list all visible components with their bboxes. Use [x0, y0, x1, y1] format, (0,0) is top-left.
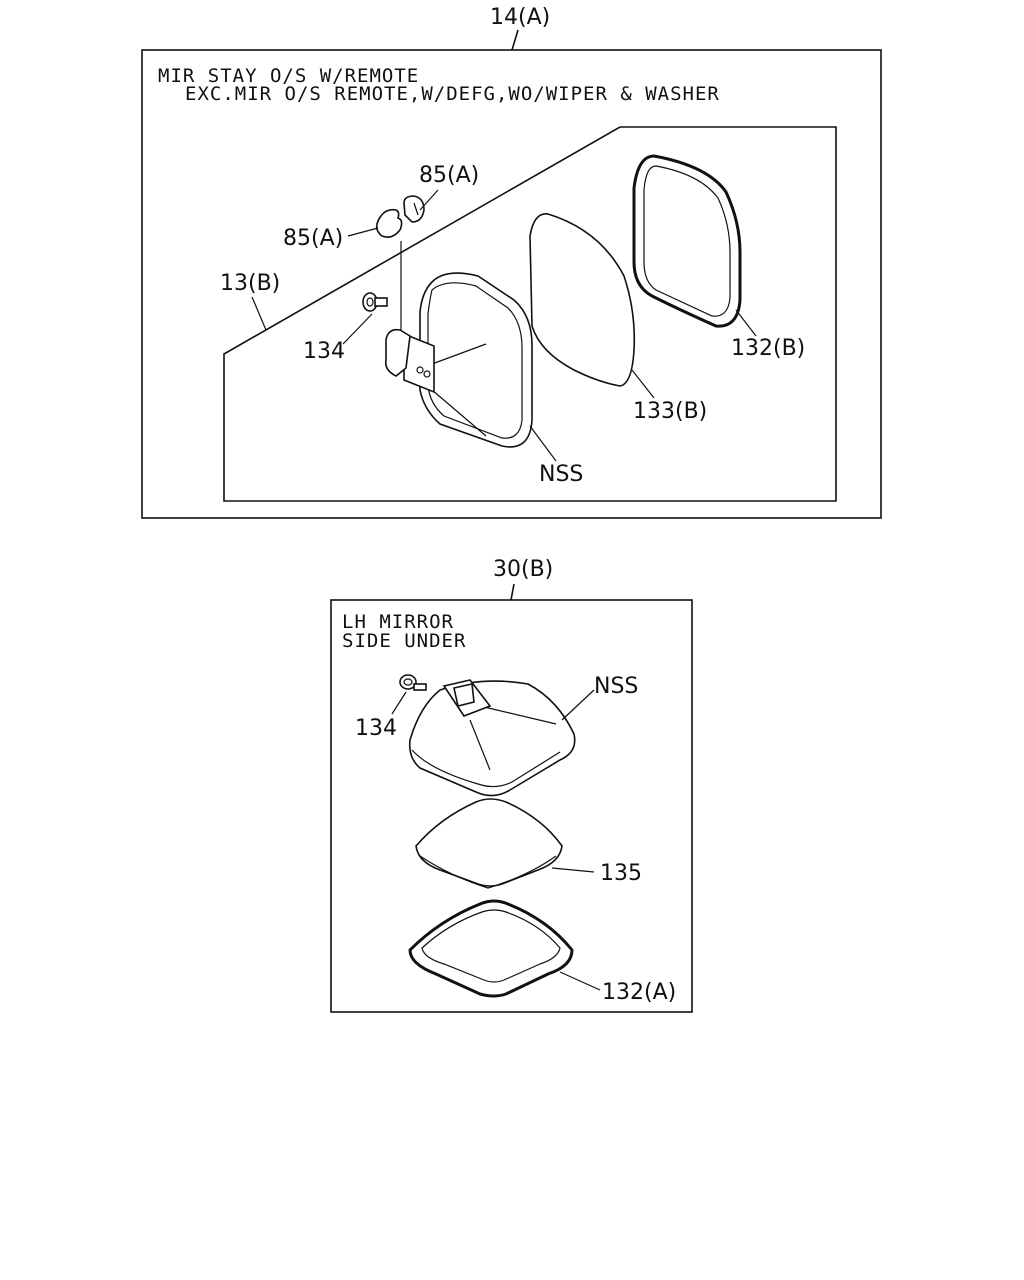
screw-134-bottom	[399, 674, 427, 691]
mirror-housing-nss-top	[384, 272, 533, 448]
leader-132b	[735, 309, 757, 337]
panel-30b: 30(B) LH MIRROR SIDE UNDER 134 NSS 135	[330, 557, 693, 1013]
header-line1: MIR STAY O/S W/REMOTE	[158, 65, 419, 87]
leader-nss-top	[529, 425, 557, 462]
cap-85a-upper	[403, 195, 425, 223]
leader-135	[551, 867, 595, 873]
cap-85a-lower	[375, 208, 403, 238]
callout-135: 135	[600, 861, 642, 886]
callout-nss-bottom: NSS	[594, 674, 638, 699]
leader-85a-lower	[347, 227, 379, 237]
ref-leader-30b	[510, 583, 515, 601]
mirror-housing-nss-bottom	[408, 679, 576, 797]
mirror-frame-132a	[408, 899, 574, 998]
mirror-glass-133b	[529, 213, 636, 387]
leader-133b	[631, 369, 655, 399]
leader-134-bottom	[391, 691, 407, 715]
outer-frame-14a	[141, 49, 882, 519]
ref-label-13b: 13(B)	[220, 271, 280, 296]
mirror-frame-132b	[632, 154, 742, 328]
callout-133b: 133(B)	[633, 399, 707, 424]
callout-132b: 132(B)	[731, 336, 805, 361]
outer-frame-30b	[330, 599, 693, 1013]
leader-nss-bottom	[561, 689, 595, 721]
leader-132a	[559, 971, 601, 991]
inner-frame-13b	[223, 126, 837, 502]
screw-134-top	[362, 292, 388, 312]
panel-14a: 14(A) MIR STAY O/S W/REMOTE EXC.MIR O/S …	[141, 5, 882, 519]
callout-134-bottom: 134	[355, 716, 397, 741]
ref-label-30b: 30(B)	[493, 557, 553, 582]
ref-leader-14a	[511, 29, 519, 51]
callout-nss-top: NSS	[539, 462, 583, 487]
ref-label-14a: 14(A)	[490, 5, 550, 30]
header-line2: EXC.MIR O/S REMOTE,W/DEFG,WO/WIPER & WAS…	[185, 83, 720, 105]
header-side-under: SIDE UNDER	[342, 630, 466, 652]
leader-134-top	[342, 313, 373, 345]
callout-134-top: 134	[303, 339, 345, 364]
callout-85a-upper: 85(A)	[419, 163, 479, 188]
header-lh-mirror: LH MIRROR	[342, 611, 454, 633]
leader-13b	[251, 296, 267, 331]
callout-85a-lower: 85(A)	[283, 226, 343, 251]
mirror-glass-135	[415, 798, 563, 887]
leader-85a-upper	[419, 189, 439, 211]
callout-132a: 132(A)	[602, 980, 676, 1005]
